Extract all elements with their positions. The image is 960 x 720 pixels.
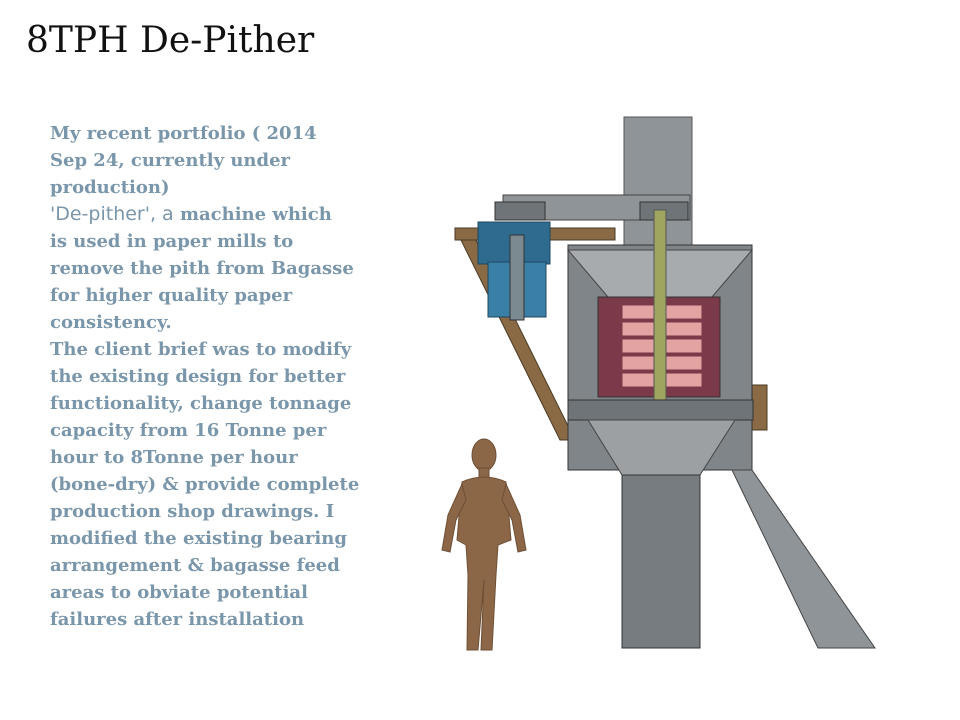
desc-line: production shop drawings. I bbox=[50, 501, 335, 522]
desc-line: capacity from 16 Tonne per bbox=[50, 420, 327, 441]
desc-line: (bone-dry) & provide complete bbox=[50, 474, 360, 495]
drive-pulley-left bbox=[494, 201, 546, 221]
discharge-pipe bbox=[621, 474, 701, 649]
portfolio-description: My recent portfolio ( 2014 Sep 24, curre… bbox=[50, 120, 415, 633]
desc-line: 'De-pither', a machine which bbox=[50, 201, 415, 228]
desc-line: production) bbox=[50, 177, 170, 198]
machine-name: 'De-pither', a bbox=[50, 203, 174, 225]
desc-line: arrangement & bagasse feed bbox=[50, 555, 340, 576]
depither-cad-illustration bbox=[441, 116, 876, 651]
desc-line: Sep 24, currently under bbox=[50, 150, 291, 171]
desc-line: the existing design for better bbox=[50, 366, 346, 387]
desc-line: The client brief was to modify bbox=[50, 339, 352, 360]
desc-line: remove the pith from Bagasse bbox=[50, 258, 354, 279]
desc-line-rest: machine which bbox=[173, 204, 332, 225]
desc-line: for higher quality paper bbox=[50, 285, 293, 306]
base-platform bbox=[567, 399, 754, 421]
human-scale-figure bbox=[441, 438, 527, 651]
desc-line: areas to obviate potential bbox=[50, 582, 308, 603]
page-title: 8TPH De-Pither bbox=[26, 20, 315, 61]
desc-line: failures after installation bbox=[50, 609, 305, 630]
desc-line: is used in paper mills to bbox=[50, 231, 294, 252]
blue-motor bbox=[477, 221, 551, 321]
desc-line: My recent portfolio ( 2014 bbox=[50, 123, 317, 144]
pith-chute bbox=[731, 469, 876, 649]
central-shaft bbox=[653, 209, 667, 411]
desc-line: hour to 8Tonne per hour bbox=[50, 447, 298, 468]
desc-line: modified the existing bearing bbox=[50, 528, 347, 549]
desc-line: functionality, change tonnage bbox=[50, 393, 352, 414]
desc-line: consistency. bbox=[50, 312, 172, 333]
